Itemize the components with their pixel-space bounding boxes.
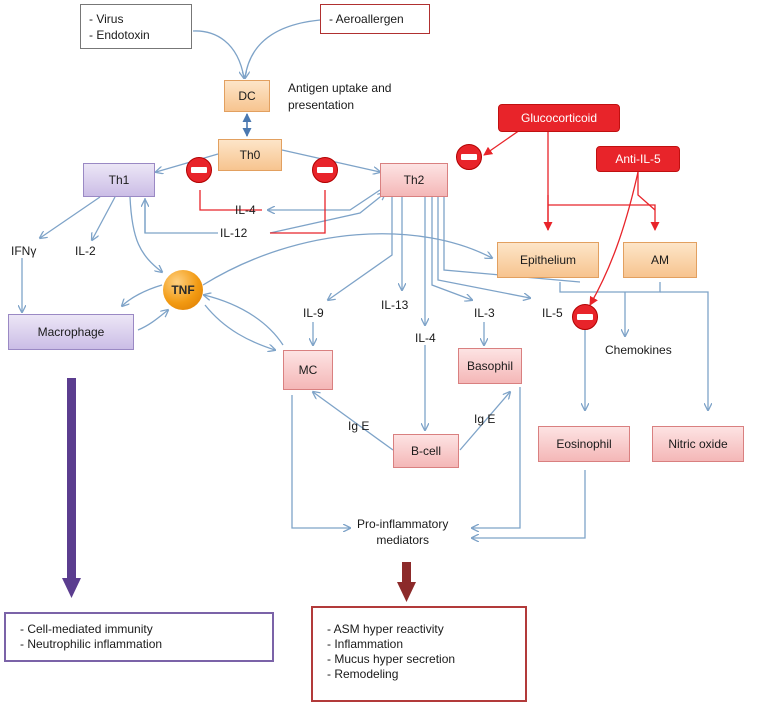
il9-label: IL-9 [303, 306, 324, 320]
tnf-to-mc-arrow [204, 304, 275, 350]
bcell-ige-to-mc-arrow [313, 392, 394, 451]
stop-icon-il5 [572, 304, 598, 330]
th1-to-il2-arrow [92, 196, 116, 240]
th2-to-il5-arrow [437, 197, 530, 298]
ige-right-label: Ig E [474, 412, 496, 426]
epithelium-node: Epithelium [497, 242, 599, 278]
anti-il5-to-am-arrow [637, 172, 656, 211]
dc-node: DC [224, 80, 270, 112]
outcome-cell-mediated: - Cell-mediated immunity [20, 622, 153, 636]
eosinophil-to-mediators-arrow [472, 470, 586, 538]
ige-left-label: Ig E [348, 419, 370, 433]
il4-top-label: IL-4 [235, 203, 256, 217]
th1-node: Th1 [83, 163, 155, 197]
bcell-ige-to-basophil-arrow [459, 392, 510, 451]
il12-to-th2-arrow [269, 193, 385, 234]
tnf-to-epithelium-arrow [202, 233, 492, 286]
th0-node: Th0 [218, 139, 282, 171]
basophil-node: Basophil [458, 348, 522, 384]
outcome-neutrophilic: - Neutrophilic inflammation [20, 637, 163, 651]
aeroallergen-to-dc-arrow [245, 19, 321, 78]
glucocorticoid-to-th2-arrow [483, 129, 521, 156]
anti-il5-node: Anti-IL-5 [596, 146, 680, 172]
il2-label: IL-2 [75, 244, 96, 258]
il13-label: IL-13 [381, 298, 409, 312]
virus-label: - Virus [89, 11, 124, 26]
stop-icon-il4 [186, 157, 212, 183]
basophil-to-mediators-arrow [472, 387, 521, 528]
eosinophil-node: Eosinophil [538, 426, 630, 462]
tnf-to-macrophage-arrow [122, 284, 163, 306]
anti-il5-to-il5-line [589, 171, 639, 306]
th2-to-chemokines-line [443, 197, 581, 283]
tnf-node: TNF [163, 270, 203, 310]
aeroallergen-label: - Aeroallergen [329, 12, 404, 26]
mc-to-mediators-arrow [291, 395, 350, 528]
outcome-inflammation: - Inflammation [327, 637, 404, 651]
ifng-label: IFNγ [11, 244, 37, 258]
to-nitric-oxide-arrow [660, 291, 708, 410]
il12-inhibit-line [270, 190, 326, 234]
virus-endotoxin-box: - Virus - Endotoxin [80, 4, 192, 49]
aeroallergen-box: - Aeroallergen [320, 4, 430, 34]
chemokines-label: Chemokines [605, 343, 672, 357]
outcome-remodeling: - Remodeling [327, 667, 399, 681]
th1-to-ifng-arrow [40, 196, 101, 238]
am-node: AM [623, 242, 697, 278]
glucocorticoid-node: Glucocorticoid [498, 104, 620, 132]
outcome-asm: - ASM hyper reactivity [327, 622, 444, 636]
outcome-mucus: - Mucus hyper secretion [327, 652, 456, 666]
il3-label: IL-3 [474, 306, 495, 320]
th2-node: Th2 [380, 163, 448, 197]
th1-to-tnf-arrow [129, 196, 162, 272]
darkred-outcome-arrow [397, 562, 416, 602]
mc-node: MC [283, 350, 333, 390]
right-outcome-box: - ASM hyper reactivity - Inflammation - … [311, 606, 527, 702]
bcell-node: B-cell [393, 434, 459, 468]
mc-to-tnf-arrow [204, 295, 284, 346]
il4-mid-label: IL-4 [415, 331, 436, 345]
th2-to-il3-arrow [431, 197, 472, 300]
glucocorticoid-branch-line [548, 204, 660, 231]
il12-line [144, 198, 218, 234]
il5-label: IL-5 [542, 306, 563, 320]
epithelium-am-bracket [559, 282, 661, 293]
antigen-uptake-label: Antigen uptake and presentation [288, 81, 392, 112]
stop-icon-il12 [312, 157, 338, 183]
nitric-oxide-node: Nitric oxide [652, 426, 744, 462]
purple-outcome-arrow [62, 378, 81, 598]
il4-to-th1-arrow [268, 189, 381, 210]
macrophage-node: Macrophage [8, 314, 134, 350]
il4-inhibit-line [199, 190, 262, 211]
macrophage-to-tnf-arrow [137, 310, 168, 331]
endotoxin-label: - Endotoxin [89, 27, 150, 42]
pro-inflammatory-label: Pro-inflammatory mediators [357, 517, 449, 547]
left-outcome-box: - Cell-mediated immunity - Neutrophilic … [4, 612, 274, 662]
stop-icon-th2 [456, 144, 482, 170]
th2-to-il9-arrow [328, 197, 393, 300]
virus-to-dc-arrow [192, 30, 244, 78]
il12-label: IL-12 [220, 226, 248, 240]
